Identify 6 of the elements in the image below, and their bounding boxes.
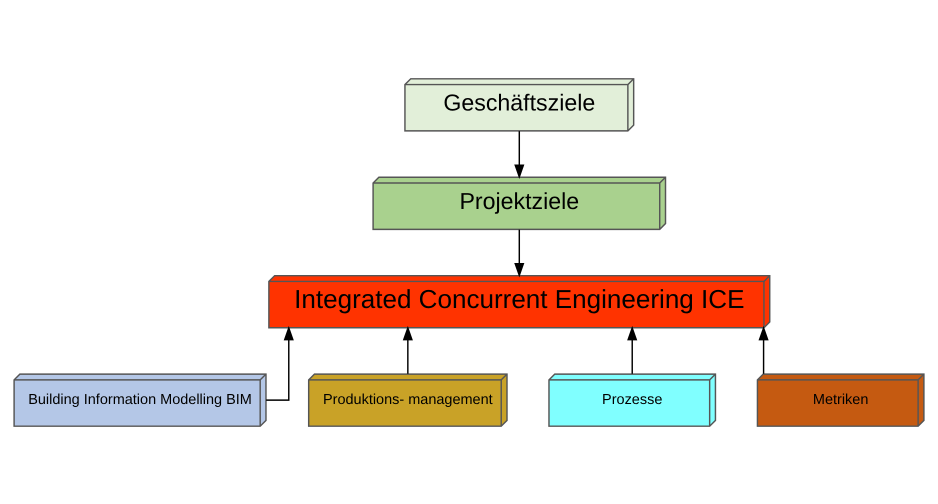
arrow — [514, 229, 524, 277]
arrow — [758, 325, 769, 374]
arrow — [627, 325, 638, 374]
arrow — [402, 325, 413, 374]
arrow — [514, 130, 524, 179]
arrow — [266, 325, 294, 400]
